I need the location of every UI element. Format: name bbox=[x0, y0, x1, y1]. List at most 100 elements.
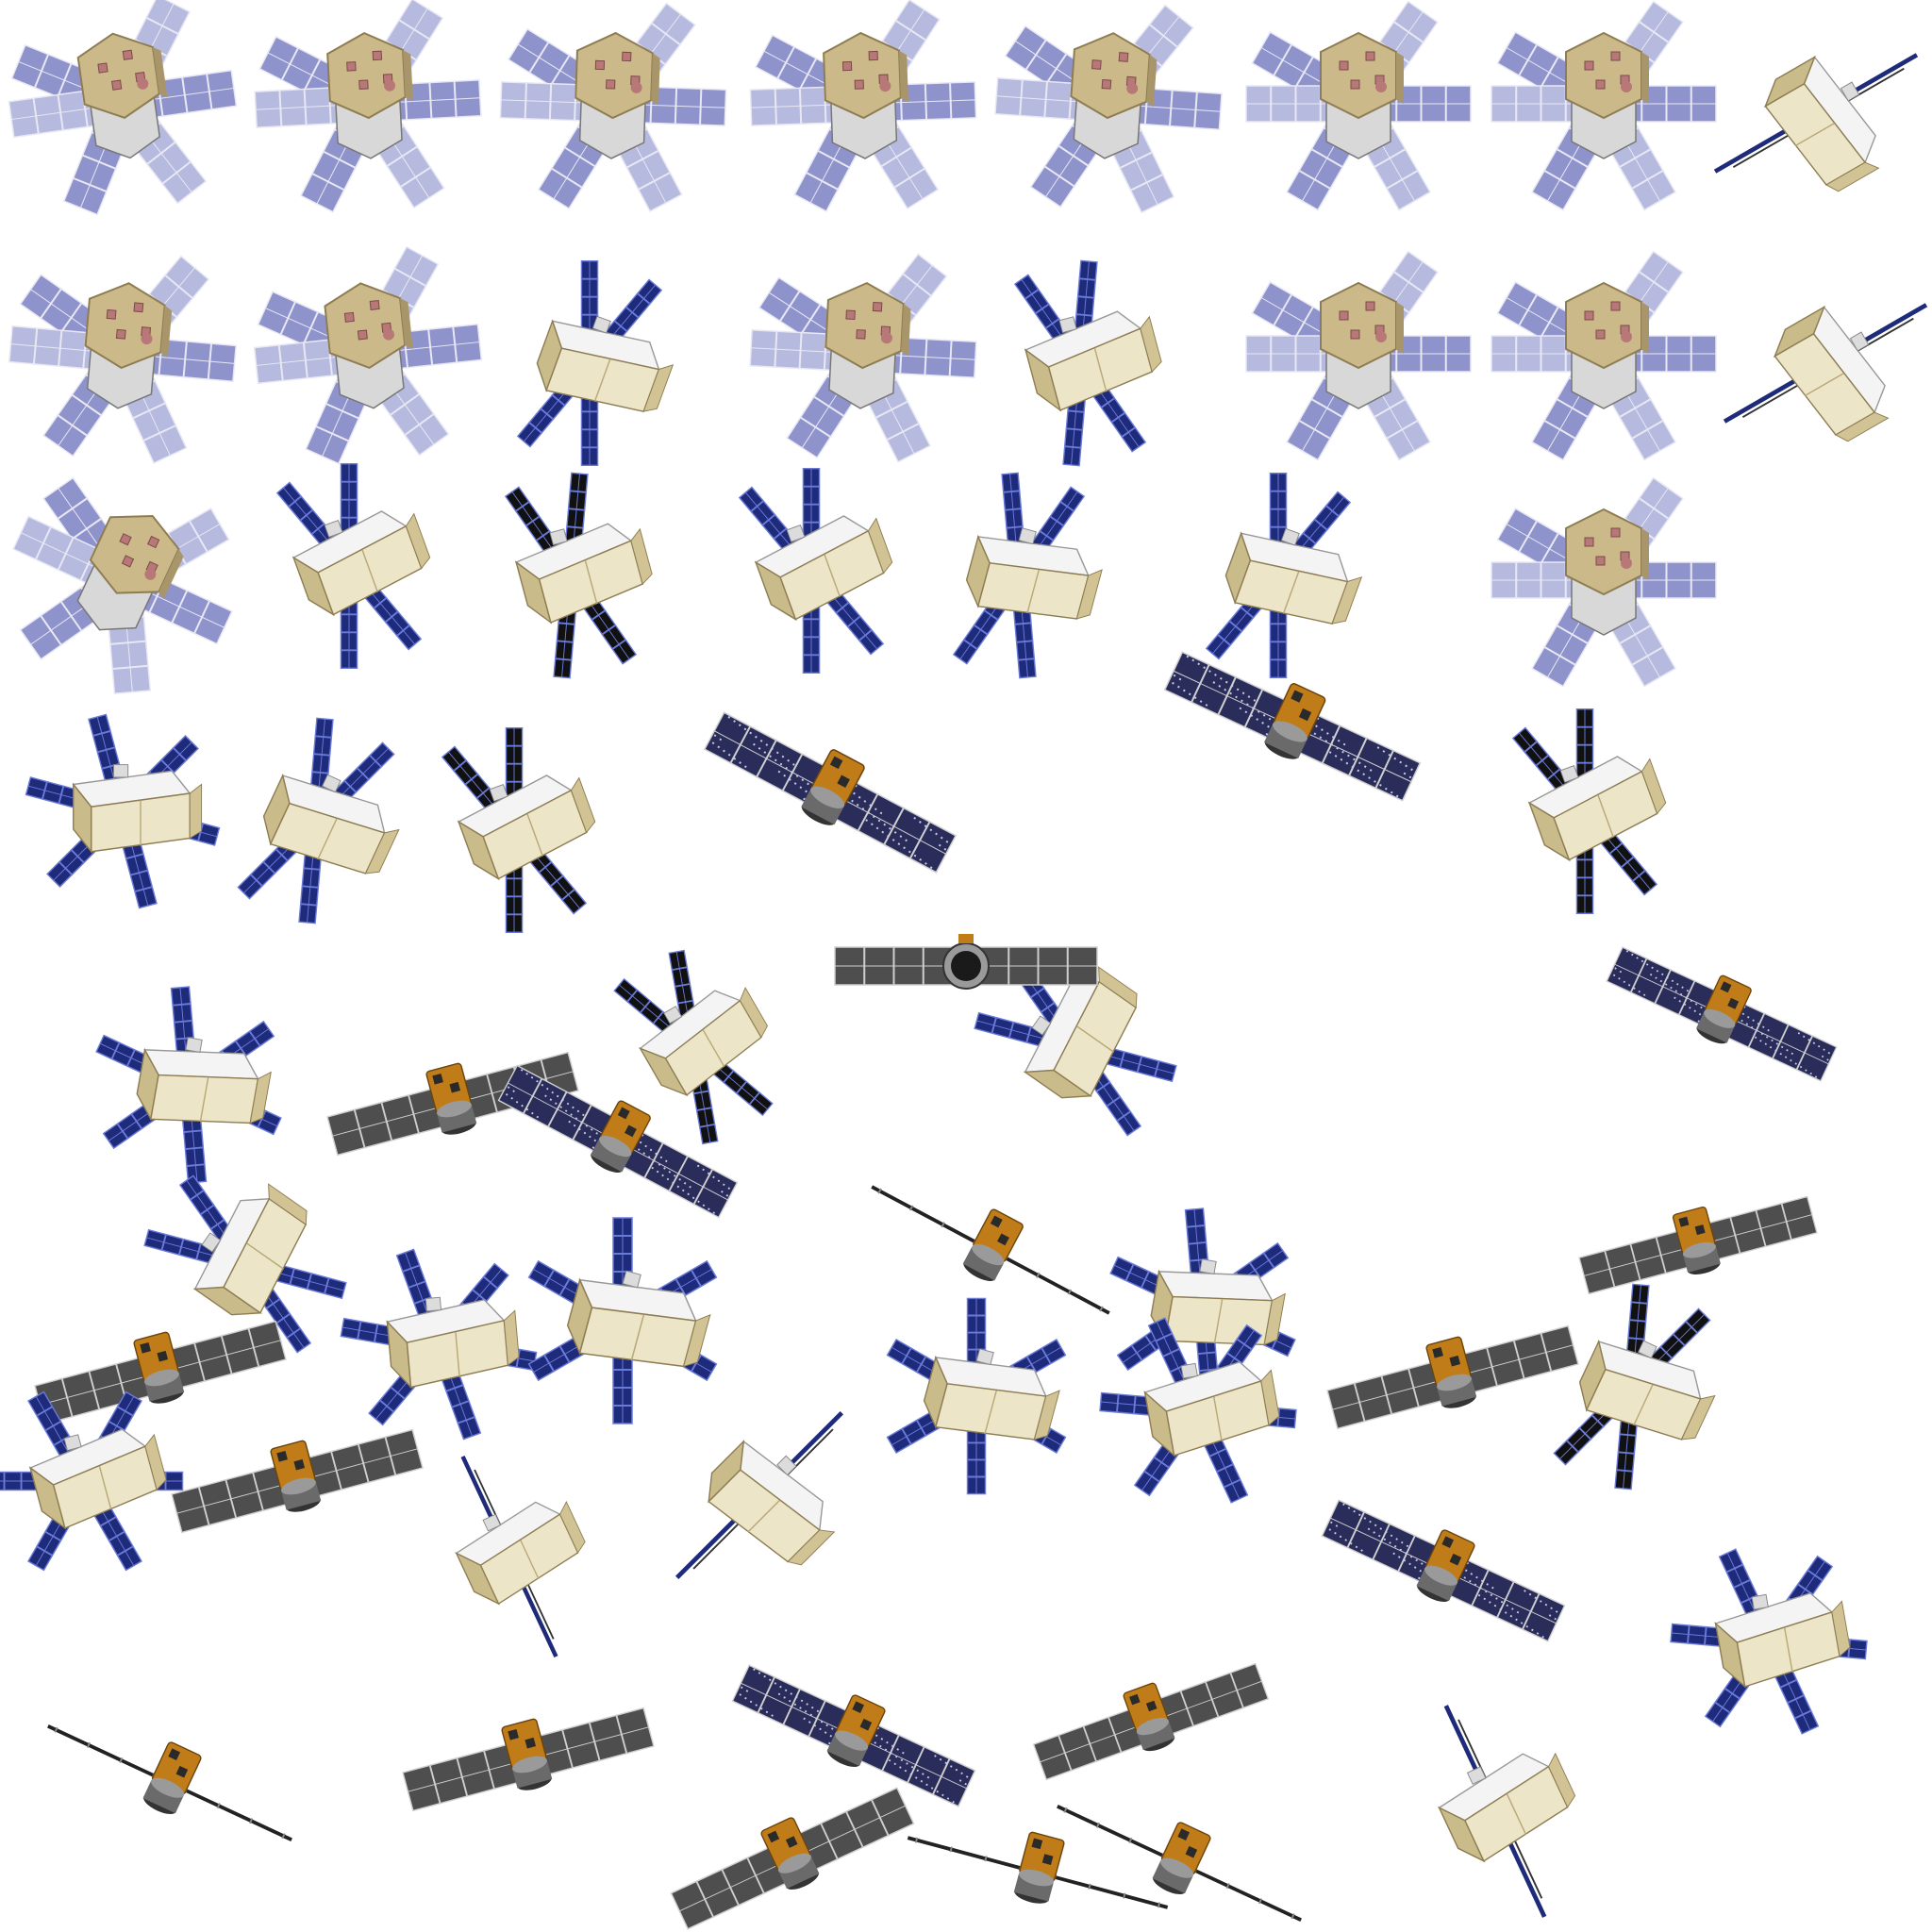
solar-wing bbox=[966, 946, 1098, 986]
box-bus bbox=[923, 1348, 1060, 1441]
satellite-box-bus-dark-panels-icon bbox=[738, 467, 893, 675]
solar-wing bbox=[402, 1742, 529, 1812]
hex-bus bbox=[1070, 32, 1158, 159]
box-bus bbox=[708, 1439, 836, 1566]
solar-wing bbox=[159, 1320, 287, 1390]
box-bus bbox=[1023, 966, 1138, 1099]
satellite-box-bus-dark-panels-icon bbox=[675, 1410, 844, 1580]
box-bus bbox=[1224, 527, 1363, 625]
box-bus bbox=[1714, 1592, 1851, 1689]
solar-wing bbox=[1321, 1499, 1444, 1585]
satellite-box-bus-dark-panels-icon bbox=[441, 726, 596, 934]
satellite-cylinder-bus-gray-panels-icon bbox=[34, 1320, 287, 1425]
satellite-cylinder-bus-gray-panels-icon bbox=[497, 1064, 739, 1219]
satellite-cylinder-bus-gray-panels-icon bbox=[1057, 1805, 1302, 1922]
hex-bus bbox=[84, 282, 173, 409]
satellite-hex-bus-light-panels-icon bbox=[1245, 0, 1472, 211]
cylinder-bus bbox=[801, 749, 865, 825]
satellite-box-bus-dark-panels-icon bbox=[952, 472, 1103, 679]
satellite-hex-bus-light-panels-icon bbox=[12, 476, 233, 695]
box-bus bbox=[457, 774, 596, 881]
cylinder-bus bbox=[1425, 1336, 1477, 1408]
cylinder-bus bbox=[1696, 974, 1752, 1044]
satellite-box-bus-dark-panels-icon bbox=[95, 986, 282, 1184]
box-bus bbox=[1763, 55, 1880, 192]
cylinder-bus bbox=[142, 1741, 202, 1814]
hex-bus bbox=[1565, 31, 1649, 159]
box-bus bbox=[1527, 756, 1667, 862]
satellite-cylinder-bus-gray-panels-icon bbox=[1578, 1195, 1818, 1295]
cylinder-bus bbox=[1123, 1682, 1175, 1752]
box-bus bbox=[455, 1501, 586, 1606]
cylinder-bus bbox=[425, 1062, 477, 1135]
box-bus bbox=[566, 1270, 711, 1368]
satellite-cylinder-bus-gray-panels-icon bbox=[171, 1428, 424, 1534]
cylinder-bus bbox=[1672, 1206, 1721, 1274]
satellite-cylinder-bus-gray-panels-icon bbox=[47, 1724, 292, 1841]
satellite-box-bus-dark-panels-icon bbox=[1013, 259, 1162, 467]
satellite-cylinder-bus-gray-panels-icon bbox=[670, 1787, 915, 1930]
satellite-cylinder-bus-gray-panels-icon bbox=[1326, 1324, 1579, 1430]
satellite-hex-bus-light-panels-icon bbox=[8, 255, 238, 464]
satellite-box-bus-dark-panels-icon bbox=[1109, 1208, 1296, 1406]
hex-bus bbox=[1565, 281, 1649, 409]
cylinder-bus bbox=[942, 934, 990, 990]
cylinder-bus bbox=[1152, 1822, 1211, 1894]
satellite-hex-bus-light-panels-icon bbox=[994, 4, 1223, 214]
hex-bus bbox=[324, 282, 413, 409]
box-bus bbox=[536, 315, 675, 412]
satellite-cylinder-bus-gray-panels-icon bbox=[907, 1831, 1169, 1909]
satellite-cylinder-bus-gray-panels-icon bbox=[1321, 1499, 1566, 1642]
solar-wing bbox=[527, 1707, 655, 1776]
box-bus bbox=[136, 1037, 272, 1124]
satellite-box-bus-dark-panels-icon bbox=[143, 1174, 347, 1354]
cylinder-bus bbox=[1013, 1831, 1065, 1904]
satellite-hex-bus-light-panels-icon bbox=[1491, 250, 1717, 461]
satellite-box-bus-dark-panels-icon bbox=[1205, 472, 1363, 679]
satellite-hex-bus-light-panels-icon bbox=[253, 245, 483, 465]
hex-bus bbox=[823, 31, 908, 159]
hex-bus bbox=[1320, 281, 1404, 409]
satellite-cylinder-bus-gray-panels-icon bbox=[703, 711, 958, 874]
satellite-cylinder-bus-gray-panels-icon bbox=[402, 1707, 655, 1812]
satellite-box-bus-dark-panels-icon bbox=[613, 949, 774, 1145]
cylinder-bus bbox=[501, 1718, 553, 1790]
satellite-hex-bus-light-panels-icon bbox=[1491, 476, 1717, 688]
box-bus bbox=[192, 1183, 308, 1316]
cylinder-bus bbox=[760, 1817, 820, 1890]
satellite-box-bus-dark-panels-icon bbox=[1511, 708, 1667, 915]
satellite-box-bus-dark-panels-icon bbox=[25, 713, 221, 909]
cylinder-bus bbox=[1264, 683, 1326, 759]
cylinder-bus bbox=[962, 1208, 1024, 1281]
cylinder-bus bbox=[1416, 1529, 1475, 1602]
hex-bus bbox=[824, 281, 911, 409]
satellite-box-bus-dark-panels-icon bbox=[455, 1456, 586, 1657]
box-bus bbox=[965, 527, 1103, 620]
box-bus bbox=[639, 987, 769, 1097]
satellite-hex-bus-light-panels-icon bbox=[8, 0, 238, 216]
cylinder-bus bbox=[590, 1100, 651, 1173]
satellite-box-bus-dark-panels-icon bbox=[1723, 303, 1928, 442]
box-bus bbox=[28, 1428, 167, 1530]
satellite-box-bus-dark-panels-icon bbox=[1670, 1548, 1868, 1735]
satellite-hex-bus-light-panels-icon bbox=[1245, 250, 1472, 461]
hex-bus bbox=[575, 31, 660, 159]
box-bus bbox=[1773, 305, 1890, 442]
solar-wing bbox=[1697, 1195, 1818, 1261]
satellite-cylinder-bus-gray-panels-icon bbox=[871, 1185, 1110, 1315]
satellite-hex-bus-light-panels-icon bbox=[254, 0, 482, 213]
box-bus bbox=[262, 773, 400, 874]
box-bus bbox=[754, 515, 893, 622]
box-bus bbox=[72, 764, 203, 854]
satellite-cylinder-bus-gray-panels-icon bbox=[731, 1664, 976, 1807]
satellite-cylinder-bus-gray-panels-icon bbox=[1606, 946, 1838, 1082]
cylinder-bus bbox=[270, 1440, 322, 1512]
satellite-box-bus-dark-panels-icon bbox=[886, 1297, 1067, 1495]
box-bus bbox=[514, 523, 653, 625]
box-bus bbox=[1578, 1339, 1716, 1441]
satellite-box-bus-dark-panels-icon bbox=[1099, 1317, 1297, 1504]
satellite-box-bus-dark-panels-icon bbox=[1438, 1705, 1576, 1918]
satellite-box-bus-dark-panels-icon bbox=[974, 958, 1177, 1137]
hex-bus bbox=[326, 31, 413, 159]
